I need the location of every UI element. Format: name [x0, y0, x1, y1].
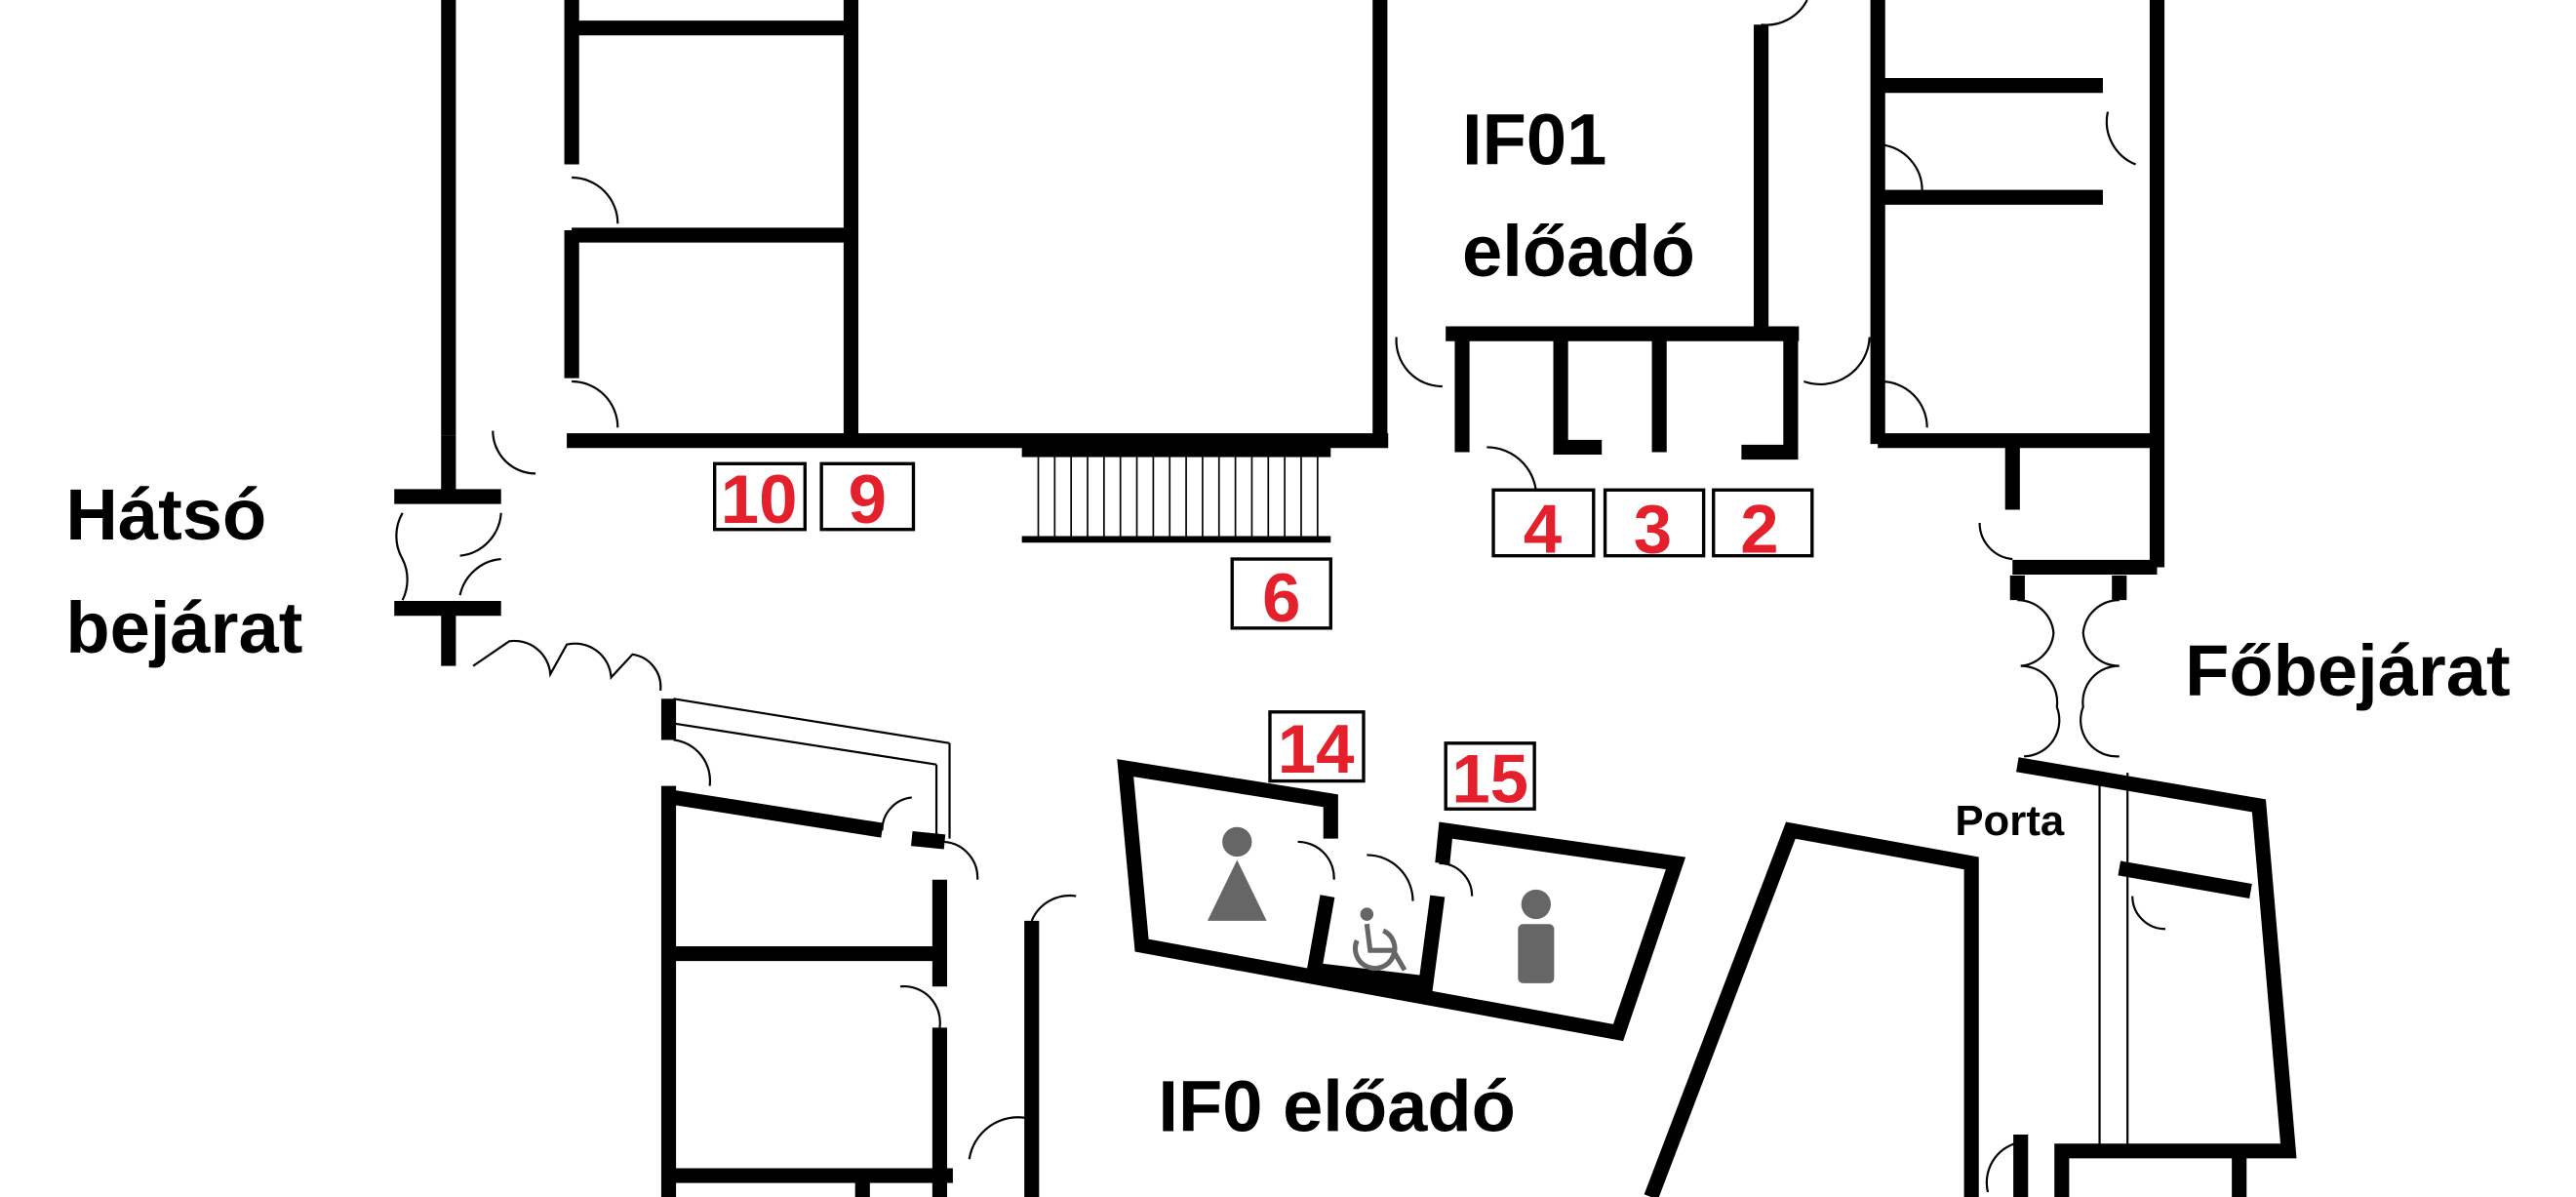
- female-toilet-icon: [1207, 826, 1267, 921]
- svg-text:3: 3: [1634, 490, 1672, 567]
- marker-4[interactable]: 4: [1491, 488, 1596, 567]
- marker-3[interactable]: 3: [1603, 488, 1706, 567]
- male-toilet-icon: [1518, 889, 1555, 983]
- back-entrance-label-line1: Hátsó: [65, 474, 266, 555]
- main-entrance-label: Főbejárat: [2185, 630, 2511, 711]
- room-label-if0: IF0 előadó: [1158, 1066, 1515, 1147]
- porta-label: Porta: [1955, 797, 2065, 845]
- back-entrance-label-line2: bejárat: [65, 587, 302, 668]
- staircase: [1021, 444, 1331, 543]
- svg-text:4: 4: [1524, 490, 1562, 567]
- marker-2[interactable]: 2: [1712, 488, 1814, 567]
- doors: [395, 0, 2165, 1193]
- svg-text:15: 15: [1451, 739, 1528, 817]
- svg-text:14: 14: [1278, 710, 1355, 787]
- marker-14[interactable]: 14: [1268, 710, 1366, 787]
- marker-10[interactable]: 10: [712, 460, 807, 538]
- room-label-if01-line1: IF01: [1462, 100, 1606, 180]
- marker-6[interactable]: 6: [1230, 557, 1332, 636]
- wheelchair-accessible-toilet-icon: [1352, 907, 1407, 972]
- svg-text:10: 10: [721, 460, 798, 538]
- marker-15[interactable]: 15: [1444, 739, 1536, 817]
- marker-9[interactable]: 9: [819, 460, 916, 538]
- walls: [394, 0, 2297, 1197]
- room-label-if01-line2: előadó: [1462, 211, 1695, 292]
- svg-text:9: 9: [849, 460, 887, 538]
- svg-text:2: 2: [1740, 490, 1778, 567]
- svg-text:6: 6: [1262, 559, 1300, 636]
